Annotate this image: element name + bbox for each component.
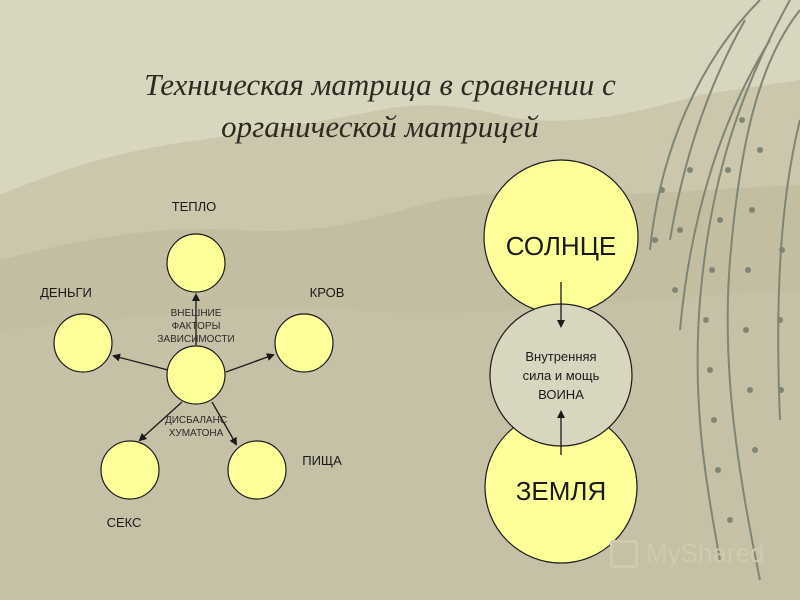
title-line-2: органической матрицей [221, 109, 539, 144]
arrow-to-right [225, 353, 275, 373]
arrow-to-bottom-left [138, 401, 183, 442]
label-imbalance-line-1: ДИСБАЛАНС [165, 415, 227, 426]
label-earth: ЗЕМЛЯ [516, 476, 607, 506]
title-line-1: Техническая матрица в сравнении с [144, 67, 616, 102]
node-top-circle [166, 233, 226, 293]
presentation-icon [610, 539, 638, 568]
label-external-line-1: ВНЕШНИЕ [171, 308, 222, 319]
label-external-line-3: ЗАВИСИМОСТИ [157, 334, 234, 345]
node-center-circle [166, 345, 226, 405]
label-dengi: ДЕНЬГИ [40, 285, 92, 300]
label-seks: СЕКС [107, 515, 142, 530]
label-inner-line-3: ВОИНА [538, 387, 584, 402]
watermark-logo: MyShared [610, 538, 765, 569]
label-krov: КРОВ [310, 285, 345, 300]
technical-matrix: ТЕПЛО КРОВ ДЕНЬГИ СЕКС ПИЩА ВНЕШНИЕ ФАКТ… [40, 199, 344, 530]
willow-branches-icon [649, 0, 800, 581]
node-bottom-left-circle [100, 440, 160, 500]
node-right-circle [274, 313, 334, 373]
arrow-to-bottom-right [211, 401, 237, 446]
label-external-line-2: ФАКТОРЫ [172, 321, 221, 332]
label-inner-line-2: сила и мощь [523, 368, 600, 383]
organic-matrix: СОЛНЦЕ ЗЕМЛЯ Внутренняя сила и мощь ВОИН… [483, 159, 639, 564]
label-inner-line-1: Внутренняя [525, 349, 596, 364]
page-title: Техническая матрица в сравнении с органи… [60, 64, 700, 148]
node-bottom-right-circle [227, 440, 287, 500]
label-sun: СОЛНЦЕ [506, 231, 617, 261]
watermark-text: MyShared [646, 538, 765, 568]
label-imbalance-line-2: ХУМАТОНА [169, 428, 224, 439]
willow-leaves-icon [652, 117, 785, 523]
arrow-to-left [112, 353, 169, 371]
node-left-circle [53, 313, 113, 373]
label-teplo: ТЕПЛО [172, 199, 217, 214]
label-pishcha: ПИЩА [302, 453, 342, 468]
